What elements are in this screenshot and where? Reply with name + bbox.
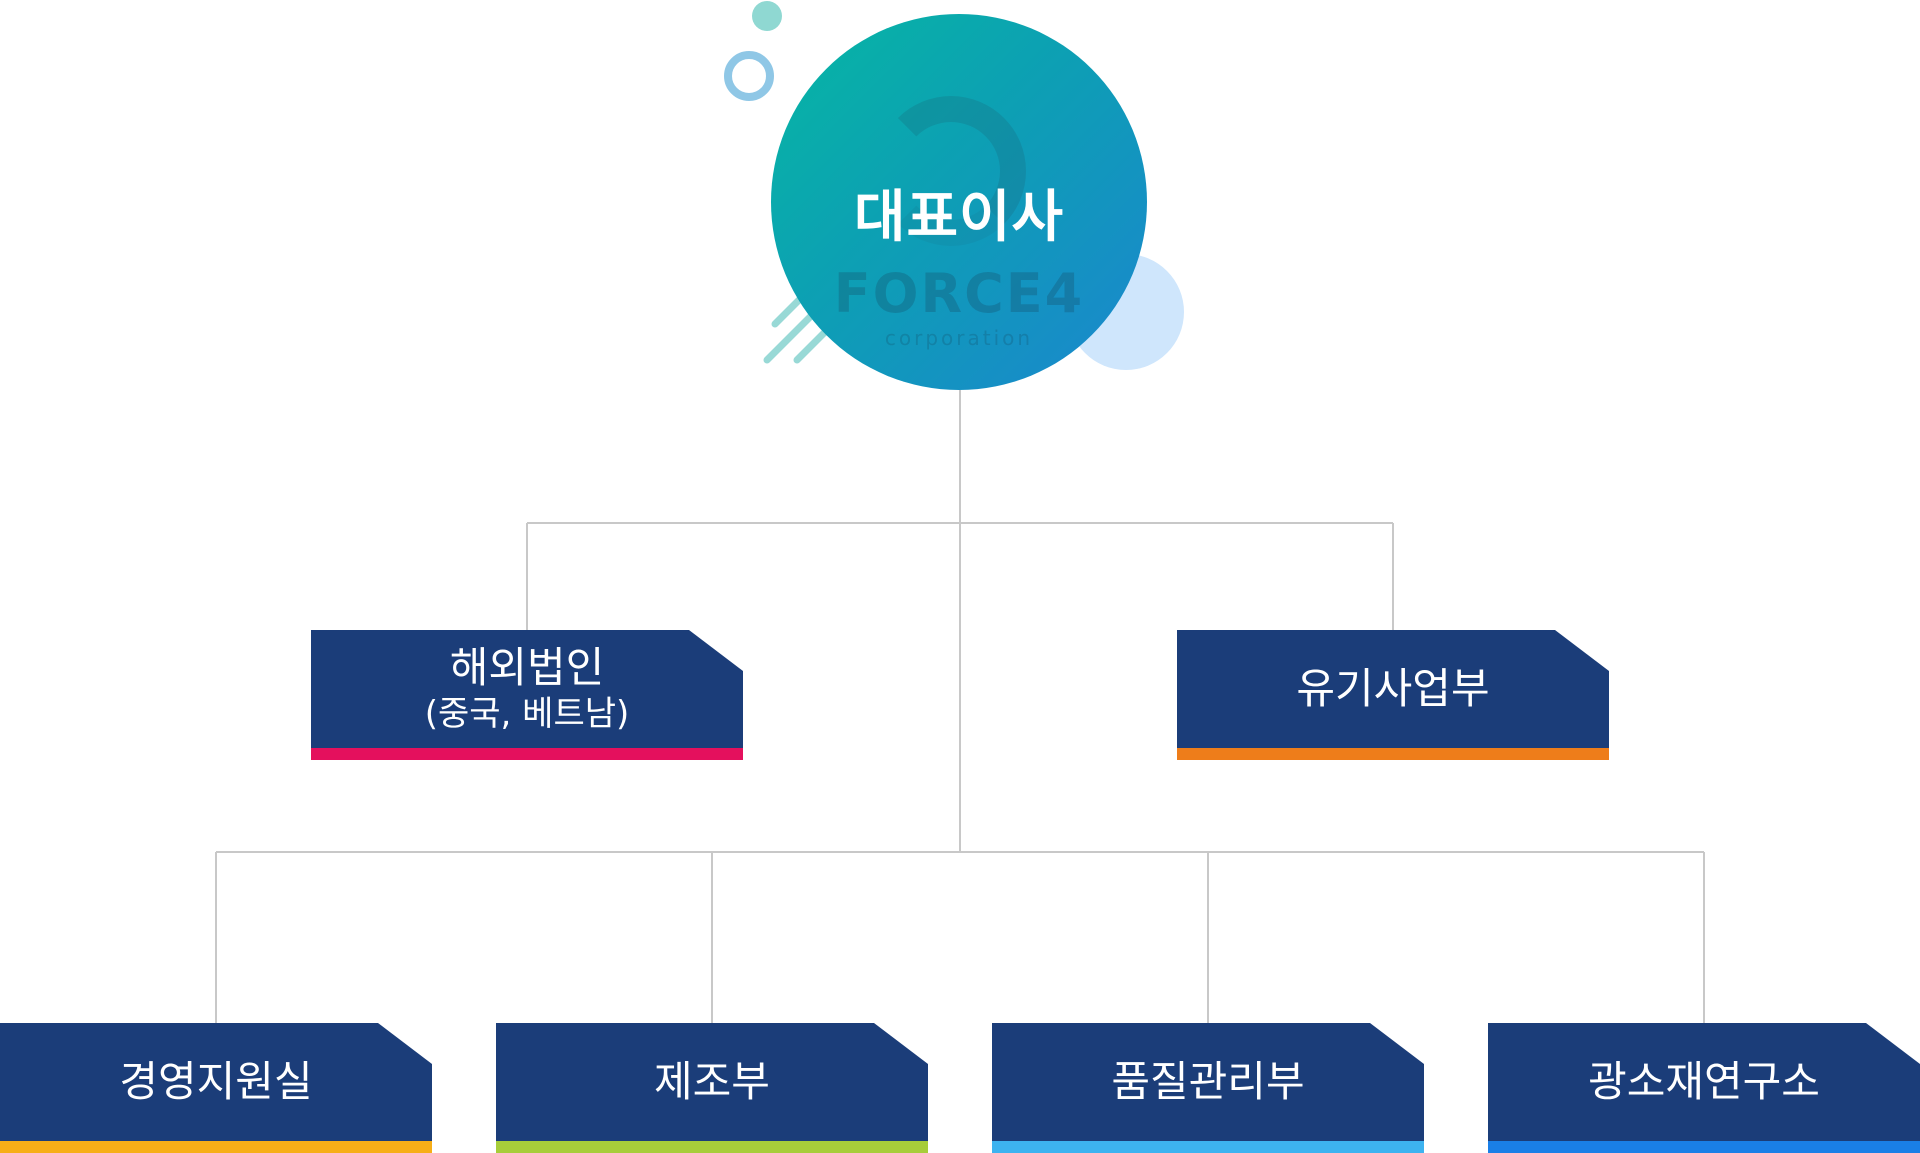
dept-quality-box: 품질관리부 xyxy=(992,1023,1424,1153)
dept-quality-accent xyxy=(992,1141,1424,1153)
dept-manufacturing-box: 제조부 xyxy=(496,1023,928,1153)
decor-dot-teal xyxy=(752,1,782,31)
dept-management-name: 경영지원실 xyxy=(119,1057,313,1106)
dept-overseas-accent xyxy=(311,748,743,760)
dept-overseas-box: 해외법인 (중국, 베트남) xyxy=(311,630,743,760)
dept-management-box: 경영지원실 xyxy=(0,1023,432,1153)
company-watermark-sub: corporation xyxy=(884,326,1034,350)
dept-overseas-sub: (중국, 베트남) xyxy=(424,694,630,734)
ceo-title: 대표이사 xyxy=(853,185,1065,250)
dept-quality-name: 품질관리부 xyxy=(1111,1057,1305,1106)
company-watermark: FORCE4 xyxy=(833,262,1085,325)
dept-research-accent xyxy=(1488,1141,1920,1153)
dept-organic-box: 유기사업부 xyxy=(1177,630,1609,760)
dept-manufacturing-accent xyxy=(496,1141,928,1153)
ceo-node: FORCE4 corporation 대표이사 xyxy=(771,14,1147,390)
dept-overseas-name: 해외법인 xyxy=(449,643,605,692)
dept-research-name: 광소재연구소 xyxy=(1588,1057,1820,1106)
dept-organic-accent xyxy=(1177,748,1609,760)
dept-organic-name: 유기사업부 xyxy=(1296,664,1490,713)
dept-management-accent xyxy=(0,1141,432,1153)
dept-research-box: 광소재연구소 xyxy=(1488,1023,1920,1153)
dept-manufacturing-name: 제조부 xyxy=(654,1057,770,1106)
decor-ring-blue xyxy=(724,51,774,101)
